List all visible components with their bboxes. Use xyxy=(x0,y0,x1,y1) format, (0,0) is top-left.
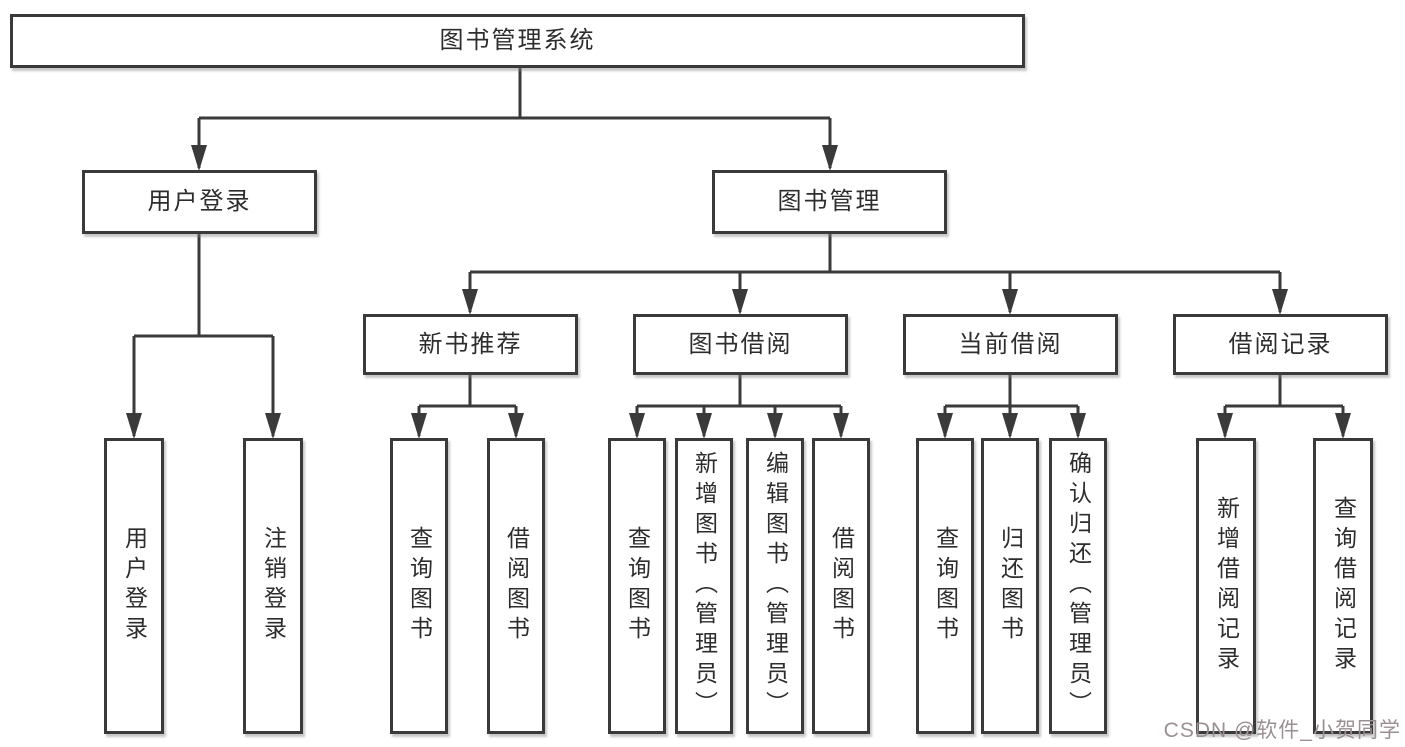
node-current-borrow: 当前借阅 xyxy=(903,314,1118,375)
node-leaf-query-book-newbook: 查询图书 xyxy=(390,438,448,734)
node-user-login: 用户登录 xyxy=(82,170,317,234)
connector-current-borrow-branch xyxy=(937,375,1086,439)
node-leaf-add-borrow-record: 新增借阅记录 xyxy=(1196,438,1256,734)
node-borrow-record: 借阅记录 xyxy=(1173,314,1388,375)
connector-root-to-level2 xyxy=(191,68,838,171)
node-leaf-borrow-book: 借阅图书 xyxy=(812,438,870,734)
csdn-watermark: CSDN @软件_小贺同学 xyxy=(1163,719,1401,742)
node-leaf-edit-book-admin: 编辑图书（管理员） xyxy=(746,438,804,734)
node-leaf-return-book: 归还图书 xyxy=(981,438,1039,734)
connector-book-borrow-branch xyxy=(629,375,849,439)
node-book-management: 图书管理 xyxy=(712,170,947,234)
connector-book-management-branch xyxy=(462,234,1288,315)
node-leaf-confirm-return-admin: 确认归还（管理员） xyxy=(1049,438,1107,734)
node-leaf-user-login: 用户登录 xyxy=(104,438,164,734)
connector-borrow-record-branch xyxy=(1217,375,1351,439)
connector-new-book-branch xyxy=(411,375,524,439)
node-leaf-borrow-book-newbook: 借阅图书 xyxy=(487,438,545,734)
node-leaf-logout: 注销登录 xyxy=(243,438,303,734)
node-new-book-recommend: 新书推荐 xyxy=(363,314,578,375)
node-leaf-add-book-admin: 新增图书（管理员） xyxy=(675,438,733,734)
node-leaf-query-borrow-record: 查询借阅记录 xyxy=(1313,438,1373,734)
node-book-borrow: 图书借阅 xyxy=(633,314,848,375)
node-leaf-query-book-borrow: 查询图书 xyxy=(608,438,666,734)
node-system-root: 图书管理系统 xyxy=(10,14,1025,68)
node-leaf-query-book-current: 查询图书 xyxy=(916,438,974,734)
connector-user-login-branch xyxy=(126,234,281,439)
